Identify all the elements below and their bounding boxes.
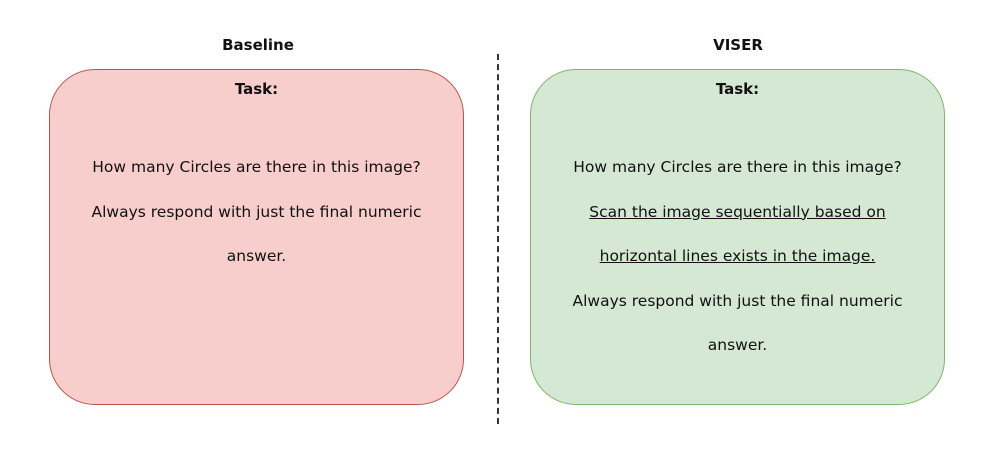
- baseline-task-text: How many Circles are there in this image…: [60, 145, 453, 279]
- baseline-line-instruction: Always respond with just the final numer…: [91, 202, 422, 221]
- viser-line-scan-hint-2: horizontal lines exists in the image.: [599, 247, 876, 265]
- viser-line-instruction: Always respond with just the final numer…: [572, 291, 903, 310]
- viser-task-text: How many Circles are there in this image…: [541, 145, 934, 368]
- baseline-task-card: Task: How many Circles are there in this…: [49, 69, 464, 405]
- viser-line-question: How many Circles are there in this image…: [573, 158, 902, 176]
- baseline-task-label: Task:: [234, 80, 279, 98]
- viser-title: VISER: [713, 36, 763, 54]
- dashed-divider: [497, 54, 499, 424]
- baseline-title: Baseline: [222, 36, 294, 54]
- baseline-line-answer: answer.: [226, 247, 287, 265]
- viser-task-card: Task: How many Circles are there in this…: [530, 69, 945, 405]
- viser-task-label: Task:: [715, 80, 760, 98]
- viser-line-answer: answer.: [707, 336, 768, 354]
- viser-line-scan-hint-1: Scan the image sequentially based on: [589, 202, 886, 221]
- baseline-line-question: How many Circles are there in this image…: [92, 158, 421, 176]
